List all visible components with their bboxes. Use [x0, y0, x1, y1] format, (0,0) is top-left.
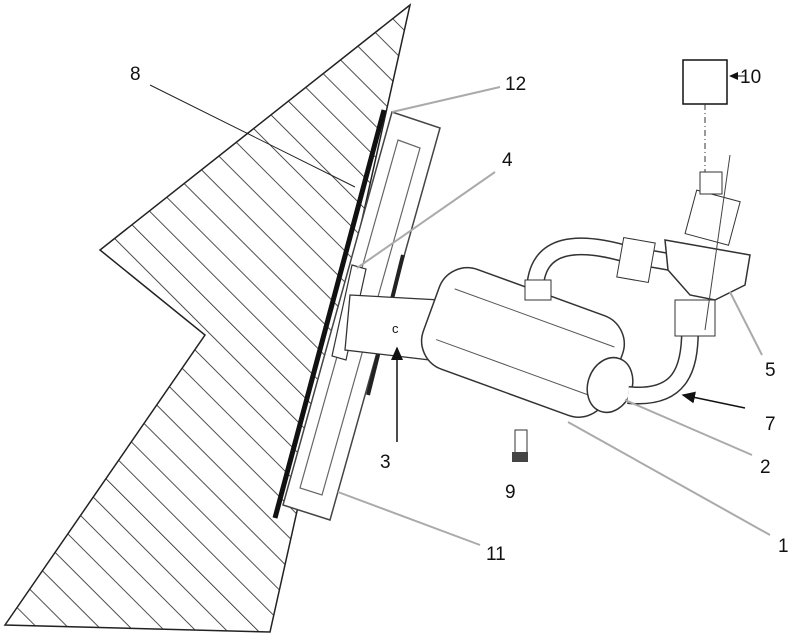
label-7: 7: [765, 414, 776, 435]
leader-2: [624, 399, 753, 456]
leader-1: [567, 421, 771, 536]
leader-8: [149, 84, 356, 188]
leader-11: [337, 491, 481, 546]
leader-7: [681, 391, 746, 409]
label-1: 1: [778, 536, 789, 557]
label-11: 11: [486, 544, 506, 565]
label-2: 2: [760, 457, 771, 478]
label-5: 5: [765, 360, 776, 381]
solenoid-icon: [699, 171, 723, 195]
leader-12: [391, 86, 501, 113]
valve-axis: [704, 154, 731, 331]
hatched-wall: [3, 3, 412, 633]
label-12: 12: [505, 74, 526, 95]
label-10: 10: [740, 67, 761, 88]
controller-10: [682, 59, 728, 105]
pipe-union: [616, 236, 656, 284]
liner-12: [272, 109, 387, 519]
leader-4: [356, 171, 496, 269]
valve-5: [664, 239, 751, 301]
mounting-plate-inner: [299, 139, 421, 496]
drain-valve-icon: [512, 452, 528, 462]
label-8: 8: [130, 64, 141, 85]
leader-5: [729, 291, 763, 356]
label-9: 9: [505, 482, 516, 503]
label-4: 4: [502, 150, 513, 171]
label-3: 3: [380, 452, 391, 473]
shaft-mark: c: [392, 321, 399, 336]
pipe-clamp: [524, 279, 552, 301]
valve-actuator: [684, 189, 741, 246]
